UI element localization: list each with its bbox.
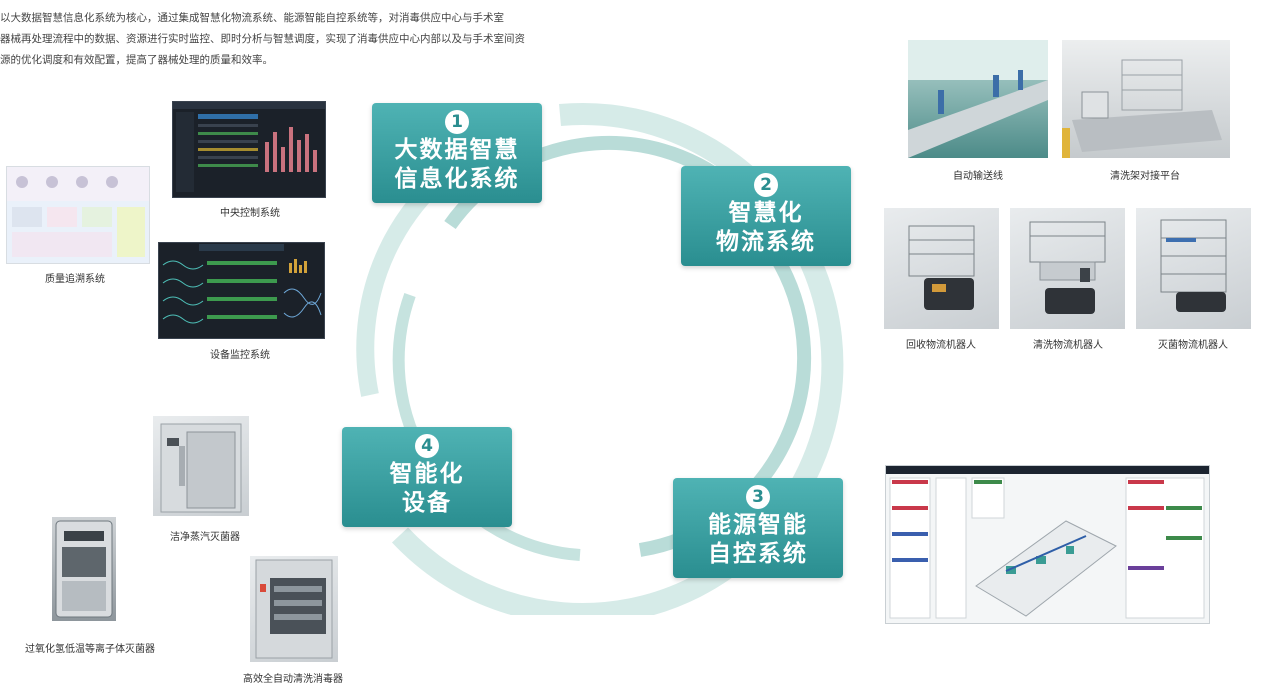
node-title: 能源智能 自控系统 xyxy=(708,512,808,567)
central-control-screenshot xyxy=(172,101,326,198)
caption-wash-robot: 清洗物流机器人 xyxy=(1033,340,1103,351)
rack-docking-image xyxy=(1062,59,1222,158)
caption-equipment-monitor: 设备监控系统 xyxy=(210,350,270,361)
recycle-robot-image xyxy=(908,225,975,310)
rack-docking-photo xyxy=(1062,40,1230,158)
energy-control-screenshot xyxy=(885,465,1210,624)
quality-trace-screenshot xyxy=(6,166,150,264)
caption-quality-trace: 质量追溯系统 xyxy=(45,274,105,285)
equipment-monitor-image xyxy=(162,244,322,324)
wash-robot-image xyxy=(1029,221,1106,314)
washer-disinfector-photo xyxy=(250,556,338,662)
node-energy-system: 3 能源智能 自控系统 xyxy=(673,478,843,578)
quality-trace-image xyxy=(7,167,149,263)
node-title: 智慧化 物流系统 xyxy=(716,200,816,255)
steam-sterilizer-photo xyxy=(153,416,249,516)
node-smart-equipment: 4 智能化 设备 xyxy=(342,427,512,527)
recycle-robot-photo xyxy=(884,208,999,329)
node-number: 3 xyxy=(746,485,770,509)
auto-conveyor-image xyxy=(908,40,1048,158)
node-logistics-system: 2 智慧化 物流系统 xyxy=(681,166,851,266)
node-number: 2 xyxy=(754,173,778,197)
caption-washer-disinfector: 高效全自动清洗消毒器 xyxy=(243,674,343,685)
node-title: 大数据智慧 信息化系统 xyxy=(394,137,520,192)
caption-central-control: 中央控制系统 xyxy=(220,208,280,219)
washer-disinfector-image xyxy=(255,559,333,659)
outer-ring-arc xyxy=(391,103,844,615)
node-number: 1 xyxy=(445,110,469,134)
steam-sterilizer-image xyxy=(160,423,242,513)
caption-rack-docking: 清洗架对接平台 xyxy=(1110,171,1180,182)
caption-plasma-sterilizer: 过氧化氢低温等离子体灭菌器 xyxy=(25,644,155,655)
sterilize-robot-image xyxy=(1160,219,1227,312)
central-control-image xyxy=(173,102,325,192)
sterilize-robot-photo xyxy=(1136,208,1251,329)
caption-recycle-robot: 回收物流机器人 xyxy=(906,340,976,351)
node-title: 智能化 设备 xyxy=(389,461,465,516)
equipment-monitor-screenshot xyxy=(158,242,325,339)
caption-auto-conveyor: 自动输送线 xyxy=(953,171,1003,182)
caption-steam-sterilizer: 洁净蒸汽灭菌器 xyxy=(170,532,240,543)
intro-paragraph: 以大数据智慧信息化系统为核心，通过集成智慧化物流系统、能源智能自控系统等，对消毒… xyxy=(0,12,525,66)
plasma-sterilizer-image xyxy=(55,520,113,618)
node-bigdata-system: 1 大数据智慧 信息化系统 xyxy=(372,103,542,203)
auto-conveyor-photo xyxy=(908,40,1048,158)
wash-robot-photo xyxy=(1010,208,1125,329)
node-number: 4 xyxy=(415,434,439,458)
plasma-sterilizer-photo xyxy=(52,517,116,621)
caption-sterilize-robot: 灭菌物流机器人 xyxy=(1158,340,1228,351)
energy-control-image xyxy=(886,466,1209,619)
